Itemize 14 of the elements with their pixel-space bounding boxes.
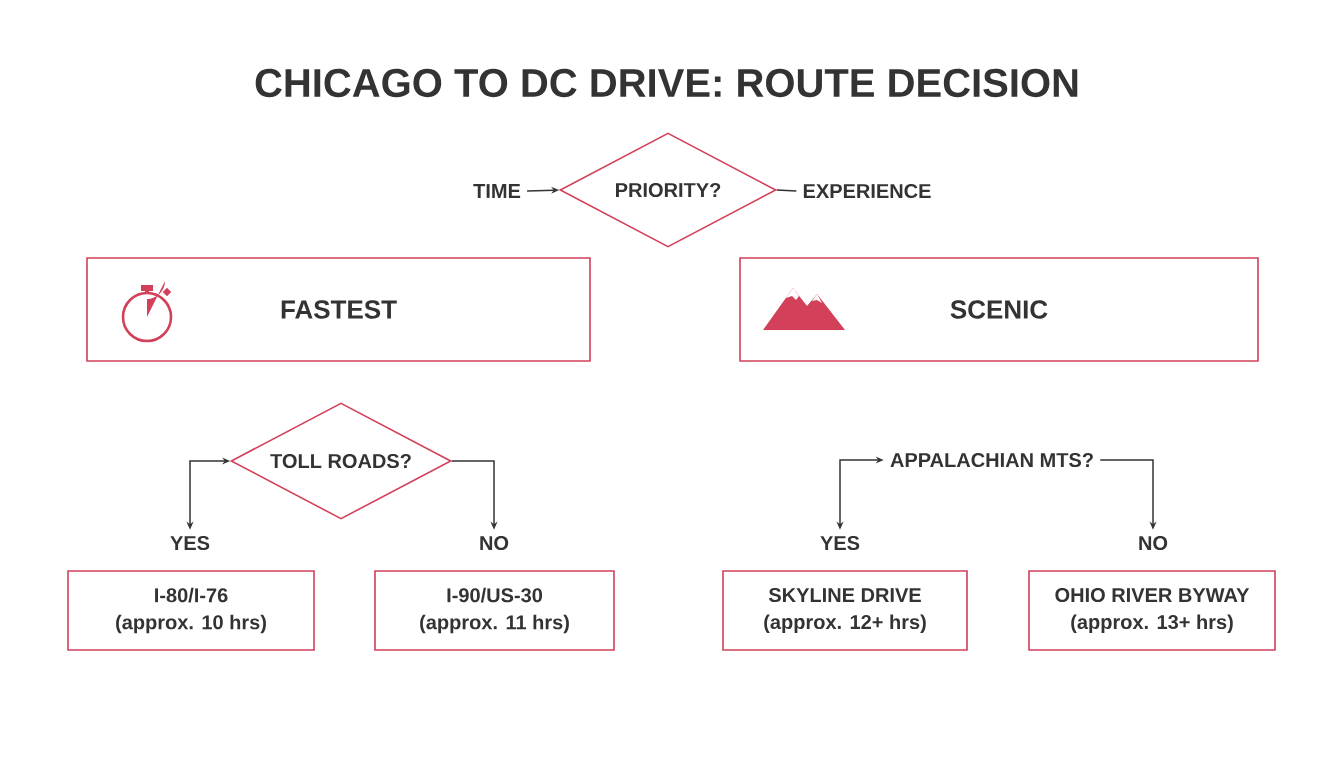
option-box: I-90/US-30 (approx. 11 hrs) bbox=[374, 570, 615, 651]
option-label: NO bbox=[480, 535, 509, 551]
option-label: YES bbox=[820, 535, 860, 551]
option-label: EXPERIENCE bbox=[803, 183, 931, 199]
option-box: FASTEST bbox=[86, 257, 591, 362]
option-box: SKYLINE DRIVE (approx. 12+ hrs) bbox=[722, 570, 968, 651]
title: CHICAGO TO DC DRIVE: ROUTE DECISION bbox=[255, 68, 1078, 98]
option-label: APPALACHIAN MTS? bbox=[890, 452, 1093, 468]
option-label: TIME bbox=[473, 184, 521, 198]
option-box: OHIO RIVER BYWAY (approx. 13+ hrs) bbox=[1028, 570, 1276, 651]
option-label: NO bbox=[1139, 535, 1168, 551]
option-label: YES bbox=[170, 535, 210, 551]
option-box: I-80/I-76 (approx. 10 hrs) bbox=[67, 570, 315, 651]
option-box: SCENIC bbox=[739, 257, 1259, 362]
